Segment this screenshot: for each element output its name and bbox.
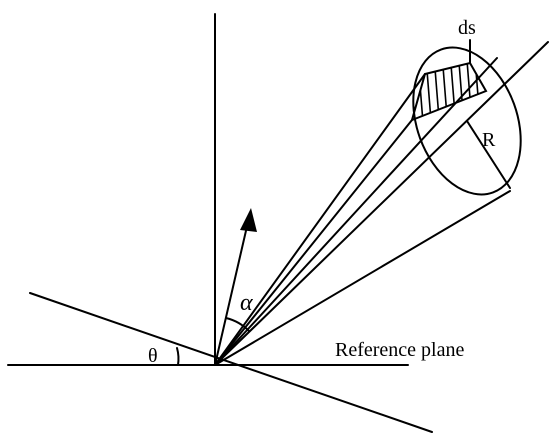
cone-ray-patch-lower xyxy=(214,119,413,366)
cone-axis-line xyxy=(214,41,549,366)
disc-ellipse xyxy=(412,46,522,196)
theta-angle-arc xyxy=(176,347,180,366)
radius-label: R xyxy=(482,129,496,151)
direction-arrow-head xyxy=(240,208,257,232)
reference-plane-label: Reference plane xyxy=(335,339,464,361)
cone-ray-lower xyxy=(214,190,511,366)
ds-label: ds xyxy=(458,17,476,39)
radius-line xyxy=(466,120,511,189)
cone-ray-upper xyxy=(214,73,426,366)
cone-ray-patch-top xyxy=(214,57,498,366)
ds-patch-outline xyxy=(410,61,488,122)
theta-label: θ xyxy=(148,345,158,367)
direction-arrow-shaft xyxy=(214,221,249,366)
alpha-label: α xyxy=(240,290,253,316)
alpha-angle-arc xyxy=(225,317,250,332)
tilted-surface-line xyxy=(29,292,433,433)
